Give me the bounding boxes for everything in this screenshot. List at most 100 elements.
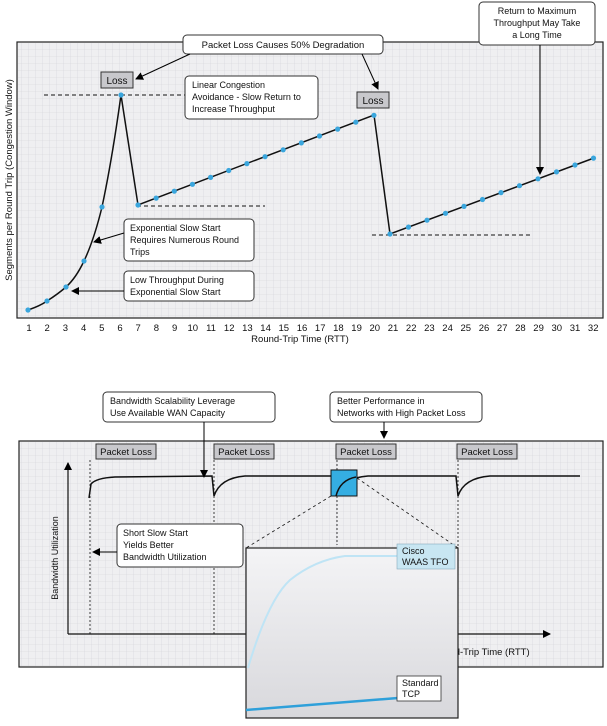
arrow-packet-loss-left — [135, 53, 191, 80]
callout-better-perf-line-2: Networks with High Packet Loss — [337, 408, 466, 418]
callout-packet-loss-box — [182, 34, 384, 55]
packet-loss-label-3: Packet Loss — [340, 447, 392, 458]
x-tick-label: 7 — [136, 323, 141, 334]
data-point — [25, 307, 31, 313]
top-x-axis-label: Round-Trip Time (RTT) — [251, 334, 349, 345]
data-point — [244, 161, 250, 167]
x-tick-label: 6 — [117, 323, 122, 334]
data-point — [226, 167, 232, 174]
x-tick-label: 1 — [26, 323, 31, 334]
data-point — [516, 183, 523, 189]
x-tick-label: 18 — [333, 323, 344, 334]
standard-tcp-line — [245, 696, 399, 712]
data-point — [208, 174, 214, 180]
callout-linear-line-1: Linear Congestion — [192, 80, 265, 90]
x-tick-label: 19 — [351, 323, 362, 334]
zoom-line-right — [356, 477, 459, 549]
data-point — [99, 204, 105, 210]
callout-low-throughput-box — [123, 270, 255, 302]
data-point — [44, 298, 50, 304]
packet-loss-box-3: Packet Loss — [335, 443, 397, 460]
data-point — [424, 217, 430, 223]
callout-short-slow-box — [116, 523, 244, 568]
data-point — [118, 92, 124, 98]
callout-low-throughput-line-2: Exponential Slow Start — [130, 287, 221, 297]
data-point — [335, 126, 341, 132]
cisco-label-line-2: WAAS TFO — [402, 557, 449, 567]
data-point — [572, 162, 578, 168]
callout-bandwidth-line-2: Use Available WAN Capacity — [110, 408, 226, 418]
data-point — [189, 181, 196, 187]
data-point — [498, 190, 504, 196]
loss-box-2: Loss — [356, 91, 390, 109]
x-tick-label: 32 — [588, 323, 599, 334]
data-point — [81, 258, 87, 264]
data-point — [590, 155, 597, 161]
x-tick-label: 4 — [81, 323, 86, 334]
x-tick-label: 3 — [63, 323, 68, 334]
callout-return-max-line-3: a Long Time — [512, 30, 562, 40]
data-point — [387, 231, 393, 237]
zoom-highlight-curve — [335, 476, 357, 497]
callout-exponential-box — [123, 218, 255, 262]
x-tick-label: 29 — [533, 323, 544, 334]
standard-label-line-2: TCP — [402, 689, 420, 699]
callout-return-max-box — [478, 1, 596, 46]
callout-better-perf-line-1: Better Performance in — [337, 396, 425, 406]
data-point — [171, 188, 177, 194]
x-tick-label: 24 — [442, 323, 453, 334]
x-tick-label: 5 — [99, 323, 104, 334]
packet-loss-label-1: Packet Loss — [100, 447, 152, 458]
packet-loss-label-4: Packet Loss — [461, 447, 513, 458]
callout-low-throughput-line-1: Low Throughput During — [130, 275, 224, 285]
bottom-chart: Packet Loss Packet Loss Packet Loss Pack… — [18, 391, 604, 719]
x-tick-label: 12 — [224, 323, 235, 334]
x-tick-label: 9 — [172, 323, 177, 334]
x-tick-label: 16 — [297, 323, 308, 334]
x-tick-label: 23 — [424, 323, 435, 334]
callout-short-slow-line-1: Short Slow Start — [123, 528, 189, 538]
data-point — [153, 195, 159, 201]
callout-linear-line-3: Increase Throughput — [192, 104, 275, 114]
x-tick-label: 15 — [279, 323, 290, 334]
callout-bandwidth-line-1: Bandwidth Scalability Leverage — [110, 396, 235, 406]
data-point — [461, 203, 467, 209]
x-tick-label: 31 — [570, 323, 581, 334]
zoom-line-left — [245, 495, 332, 549]
loss-label-1: Loss — [106, 76, 127, 87]
zoom-inset: Cisco WAAS TFO Standard TCP — [245, 543, 459, 719]
top-chart: Segments per Round Trip (Congestion Wind… — [4, 1, 604, 345]
packet-loss-box-4: Packet Loss — [456, 443, 518, 460]
callout-return-max-line-1: Return to Maximum — [498, 6, 577, 16]
data-point — [135, 202, 141, 208]
x-tick-label: 30 — [552, 323, 563, 334]
x-tick-label: 14 — [260, 323, 271, 334]
data-point — [353, 119, 359, 125]
packet-loss-label-2: Packet Loss — [218, 447, 270, 458]
x-tick-label: 25 — [461, 323, 472, 334]
loss-label-2: Loss — [362, 96, 383, 107]
data-point — [479, 196, 486, 203]
data-point — [63, 284, 69, 290]
standard-label-box — [396, 675, 442, 702]
standard-label-line-1: Standard — [402, 678, 439, 688]
callout-bandwidth-box — [102, 391, 276, 423]
loss-box-1: Loss — [100, 71, 134, 89]
callout-exponential-line-1: Exponential Slow Start — [130, 223, 221, 233]
data-point — [535, 176, 541, 182]
x-tick-label: 28 — [515, 323, 526, 334]
x-tick-label: 10 — [188, 323, 199, 334]
data-point — [405, 224, 412, 230]
data-point — [298, 140, 304, 146]
data-point — [280, 147, 286, 153]
x-tick-label: 17 — [315, 323, 326, 334]
packet-loss-box-1: Packet Loss — [95, 443, 157, 460]
callout-exponential-line-3: Trips — [130, 247, 150, 257]
data-point — [442, 210, 449, 216]
data-point — [262, 154, 268, 160]
callout-return-max-line-2: Throughput May Take — [494, 18, 581, 28]
cisco-label-line-1: Cisco — [402, 546, 425, 556]
callout-exponential-line-2: Requires Numerous Round — [130, 235, 239, 245]
